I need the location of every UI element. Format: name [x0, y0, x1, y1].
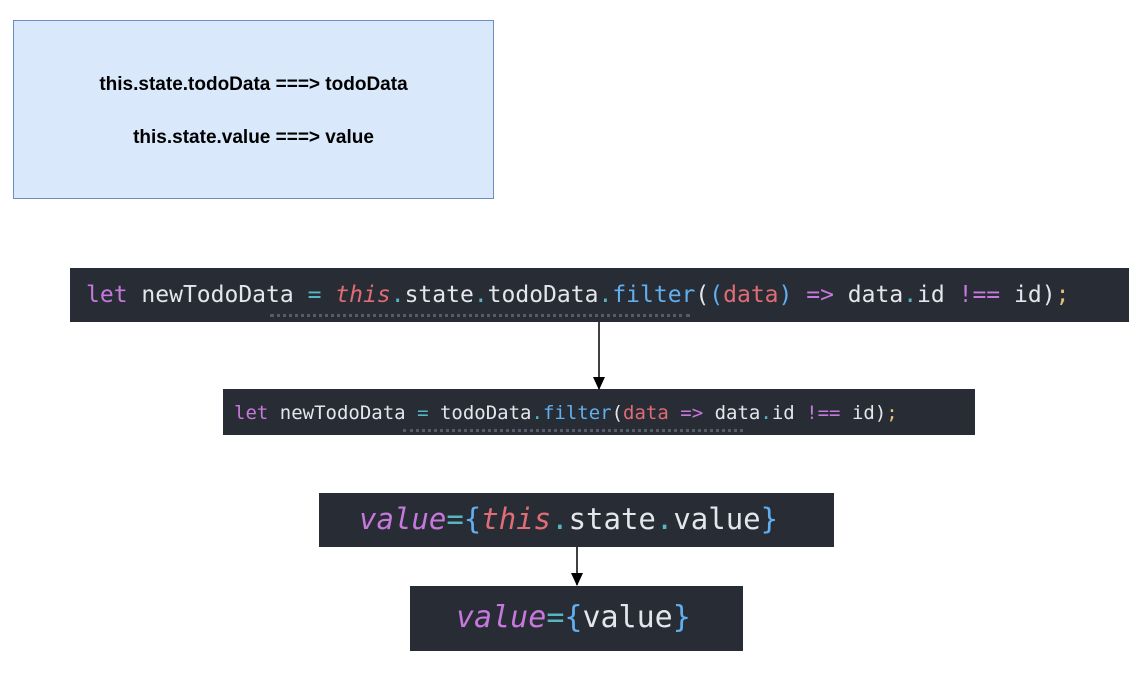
assign-operator: =: [307, 282, 322, 308]
variable-name: newTodoData: [279, 402, 406, 424]
close-paren: ): [1041, 282, 1056, 308]
note-line-todo-data: this.state.todoData ===> todoData: [99, 74, 408, 95]
keyword-let: let: [234, 402, 269, 424]
code-filter-after: let newTodoData = todoData.filter(data =…: [223, 389, 975, 435]
dot: .: [390, 282, 405, 308]
id-ref: id: [851, 402, 875, 424]
filter-method: filter: [542, 402, 612, 424]
dot: .: [903, 282, 918, 308]
param-data: data: [623, 402, 669, 424]
semicolon: ;: [886, 402, 898, 424]
value-attribute: value: [456, 600, 547, 635]
dot: .: [598, 282, 613, 308]
not-equal-operator: !==: [958, 282, 1001, 308]
dot: .: [551, 502, 569, 536]
value-property: value: [673, 502, 761, 536]
open-brace: {: [564, 600, 583, 635]
state-property: state: [404, 282, 474, 308]
keyword-let: let: [86, 282, 128, 308]
open-brace: {: [463, 502, 482, 536]
arrow-operator: =>: [680, 402, 704, 424]
open-paren: (: [695, 282, 710, 308]
code-line: let newTodoData = this.state.todoData.fi…: [86, 282, 1069, 308]
code-line: value={value}: [456, 600, 691, 635]
note-line-value: this.state.value ===> value: [133, 127, 374, 148]
note-box: this.state.todoData ===> todoData this.s…: [13, 20, 494, 199]
id-ref: id: [1014, 282, 1042, 308]
filter-method: filter: [612, 282, 696, 308]
equals-sign: =: [546, 600, 565, 635]
data-ref: data: [714, 402, 761, 424]
cropped-next-line: [403, 429, 743, 435]
code-line: value={this.state.value}: [359, 502, 778, 536]
state-property: state: [568, 502, 656, 536]
close-brace: }: [672, 600, 691, 635]
code-line: let newTodoData = todoData.filter(data =…: [234, 402, 898, 424]
close-brace: }: [760, 502, 779, 536]
open-paren: (: [611, 402, 624, 424]
id-property: id: [771, 402, 795, 424]
dot: .: [473, 282, 488, 308]
cropped-next-line: [270, 314, 690, 322]
not-equal-operator: !==: [806, 402, 841, 424]
todo-data-property: todoData: [487, 282, 599, 308]
arrow-operator: =>: [806, 282, 834, 308]
close-paren: ): [874, 402, 887, 424]
arrow-filter-head: [593, 377, 605, 390]
param-open-paren: (: [709, 282, 724, 308]
code-filter-before: let newTodoData = this.state.todoData.fi…: [70, 268, 1129, 322]
value-attribute: value: [359, 502, 447, 536]
semicolon: ;: [1055, 282, 1070, 308]
arrow-value-head: [571, 573, 583, 586]
dot: .: [760, 402, 772, 424]
dot: .: [531, 402, 543, 424]
data-ref: data: [847, 282, 904, 308]
param-data: data: [723, 282, 779, 308]
param-close-paren: ): [778, 282, 793, 308]
value-ref: value: [582, 600, 673, 635]
code-value-after: value={value}: [410, 586, 743, 651]
equals-sign: =: [446, 502, 464, 536]
this-keyword: this: [481, 502, 552, 536]
code-value-before: value={this.state.value}: [319, 493, 834, 547]
dot: .: [655, 502, 674, 536]
todo-data-ref: todoData: [439, 402, 532, 424]
this-keyword: this: [335, 282, 391, 308]
variable-name: newTodoData: [141, 282, 294, 308]
assign-operator: =: [417, 402, 429, 424]
id-property: id: [917, 282, 945, 308]
